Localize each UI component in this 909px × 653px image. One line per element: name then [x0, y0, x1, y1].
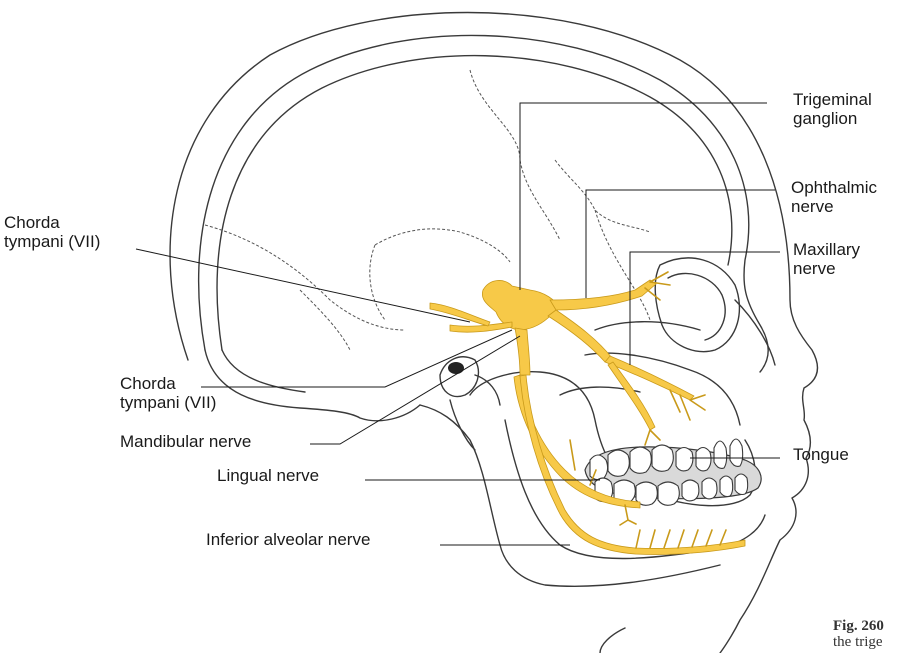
leader-maxillary [630, 252, 780, 365]
caption-text: the trige [833, 634, 884, 650]
leader-chorda-upper [136, 249, 470, 322]
figure-number: Fig. 260 [833, 618, 884, 634]
label-tongue: Tongue [793, 445, 849, 464]
trigeminal-ganglion-shape [482, 280, 560, 330]
label-ophthalmic-nerve: Ophthalmic nerve [791, 178, 877, 216]
maxillary-nerve-shape [548, 310, 612, 362]
coronal-suture [470, 70, 560, 240]
leader-chorda-lower [201, 330, 512, 387]
ophthalmic-nerve-shape [550, 280, 656, 310]
label-inferior-alveolar-nerve: Inferior alveolar nerve [206, 530, 370, 549]
label-chorda-tympani-upper: Chorda tympani (VII) [4, 213, 100, 251]
leader-ophthalmic [586, 190, 775, 298]
leader-trigeminal [520, 103, 767, 290]
figure-caption: Fig. 260 the trige [833, 618, 884, 650]
neck-outline [600, 628, 625, 653]
label-chorda-tympani-lower: Chorda tympani (VII) [120, 374, 216, 412]
label-maxillary-nerve: Maxillary nerve [793, 240, 860, 278]
label-trigeminal-ganglion: Trigeminal ganglion [793, 90, 872, 128]
leader-mandibular [310, 336, 520, 444]
head-skin-outline [170, 13, 818, 653]
skull-inner [217, 56, 732, 350]
trigeminal-nerve [430, 280, 745, 554]
ear-canal [448, 362, 464, 374]
label-mandibular-nerve: Mandibular nerve [120, 432, 251, 451]
label-lingual-nerve: Lingual nerve [217, 466, 319, 485]
mandibular-nerve-shape [515, 328, 530, 375]
